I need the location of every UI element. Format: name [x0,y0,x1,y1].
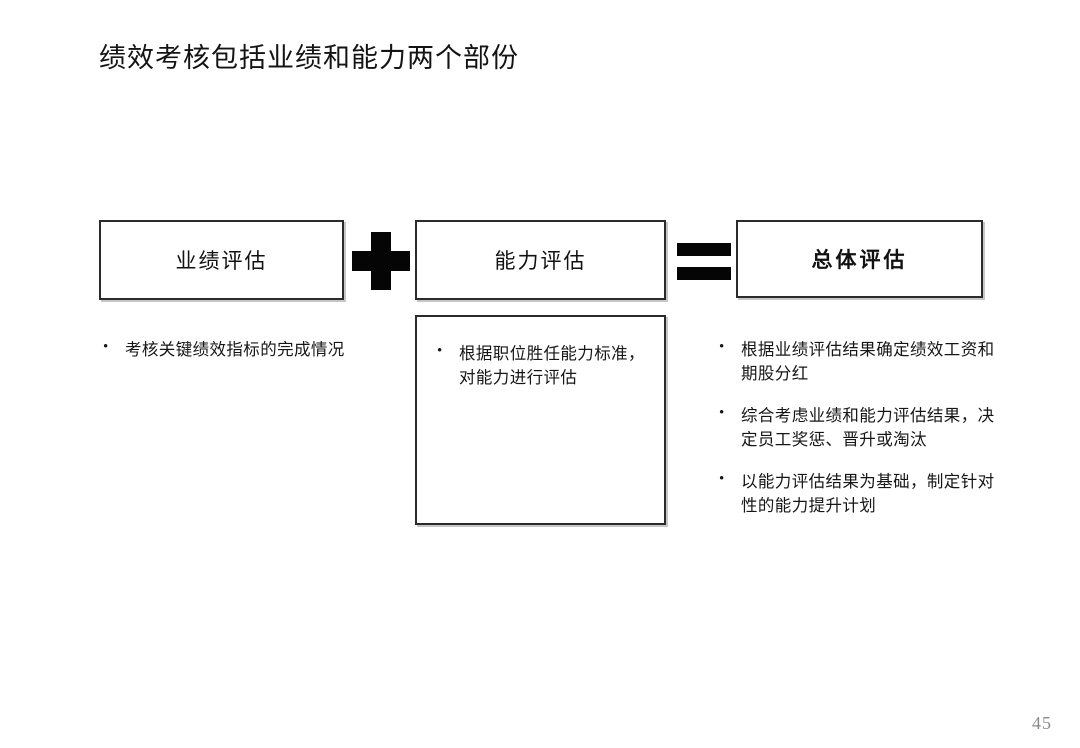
plus-icon [352,232,410,290]
header-label-overall: 总体评估 [811,248,908,272]
body-area-performance: 考核关键绩效指标的完成情况 [99,337,361,362]
equals-icon-top-bar [677,243,731,256]
list-item: 以能力评估结果为基础，制定针对性的能力提升计划 [715,469,1000,518]
bullet-list-overall: 根据业绩评估结果确定绩效工资和期股分红 综合考虑业绩和能力评估结果，决定员工奖惩… [715,337,1000,518]
bullet-list-competency: 根据职位胜任能力标准，对能力进行评估 [417,341,664,390]
header-label-competency: 能力评估 [494,249,587,273]
header-label-performance: 业绩评估 [175,249,268,273]
list-item: 根据业绩评估结果确定绩效工资和期股分红 [715,337,1000,386]
bullet-list-performance: 考核关键绩效指标的完成情况 [99,337,361,362]
page-title: 绩效考核包括业绩和能力两个部份 [99,43,519,73]
equals-icon [677,243,731,281]
list-item: 综合考虑业绩和能力评估结果，决定员工奖惩、晋升或淘汰 [715,403,1000,452]
equals-icon-bottom-bar [677,267,731,280]
page-number: 45 [1032,713,1052,733]
list-item: 根据职位胜任能力标准，对能力进行评估 [433,341,656,390]
list-item: 考核关键绩效指标的完成情况 [99,337,361,362]
header-box-competency: 能力评估 [415,220,666,300]
header-box-performance: 业绩评估 [99,220,344,300]
body-area-competency: 根据职位胜任能力标准，对能力进行评估 [415,315,666,525]
body-area-overall: 根据业绩评估结果确定绩效工资和期股分红 综合考虑业绩和能力评估结果，决定员工奖惩… [715,337,1000,518]
header-box-overall: 总体评估 [736,220,983,298]
plus-icon-vertical-bar [371,232,391,290]
